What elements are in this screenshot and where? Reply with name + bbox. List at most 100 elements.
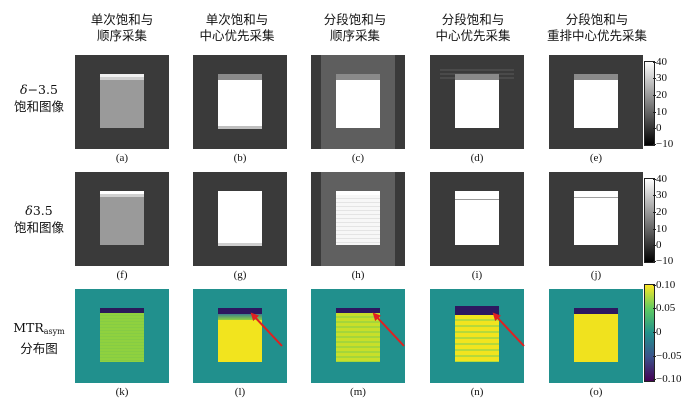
- image-panel-n: [430, 289, 524, 383]
- caption-c: (c): [351, 152, 365, 164]
- row-label-value: −3.5: [27, 82, 58, 97]
- tick-label: 0.05: [656, 302, 676, 314]
- column-header-5: 分段饱和与 重排中心优先采集: [532, 12, 662, 44]
- tick-mark: [653, 261, 656, 262]
- row-label-3: MTRasym 分布图: [4, 319, 74, 357]
- row-label-line: MTRasym: [4, 319, 74, 340]
- column-header-2: 单次饱和与 中心优先采集: [172, 12, 302, 44]
- caption-a: (a): [115, 152, 129, 164]
- caption-d: (d): [470, 152, 484, 164]
- caption-j: (j): [590, 269, 602, 281]
- caption-l: (l): [234, 386, 246, 398]
- row-label-main: MTR: [13, 320, 44, 335]
- tick-mark: [653, 379, 656, 380]
- tick-label: −10: [656, 138, 674, 150]
- image-panel-c: [311, 55, 405, 149]
- row-label-value: 3.5: [32, 203, 53, 218]
- tick-label: 40: [656, 56, 667, 68]
- tick-mark: [653, 62, 656, 63]
- tick-mark: [653, 229, 656, 230]
- caption-i: (i): [471, 269, 483, 281]
- row-label-line: δ3.5: [4, 202, 74, 219]
- row-label-line: δ−3.5: [4, 81, 74, 98]
- tick-label: −0.10: [656, 373, 682, 385]
- tick-label: 20: [656, 89, 667, 101]
- red-arrow-l: [250, 312, 283, 347]
- image-panel-a: [75, 55, 169, 149]
- tick-label: 10: [656, 223, 667, 235]
- image-panel-j: [549, 172, 643, 266]
- column-header-line: 分段饱和与: [565, 12, 629, 27]
- column-header-line: 重排中心优先采集: [546, 28, 647, 43]
- caption-m: (m): [350, 386, 366, 398]
- tick-mark: [653, 212, 656, 213]
- tick-label: 0: [656, 122, 662, 134]
- caption-o: (o): [589, 386, 603, 398]
- row-label-line: 分布图: [20, 341, 58, 356]
- tick-mark: [653, 195, 656, 196]
- column-header-line: 顺序采集: [96, 28, 147, 43]
- tick-mark: [653, 245, 656, 246]
- delta-symbol: δ: [20, 82, 28, 97]
- tick-mark: [653, 144, 656, 145]
- tick-label: 0: [656, 326, 662, 338]
- column-header-line: 单次饱和与: [90, 12, 154, 27]
- delta-symbol: δ: [25, 203, 33, 218]
- tick-label: 0: [656, 239, 662, 251]
- image-panel-o: [549, 289, 643, 383]
- colorbar-gray-2: [644, 178, 655, 263]
- image-panel-m: [311, 289, 405, 383]
- caption-g: (g): [233, 269, 247, 281]
- column-header-1: 单次饱和与 顺序采集: [57, 12, 187, 44]
- colorbar-viridis: [644, 284, 655, 382]
- column-header-3: 分段饱和与 顺序采集: [290, 12, 420, 44]
- image-panel-f: [75, 172, 169, 266]
- caption-e: (e): [589, 152, 603, 164]
- caption-f: (f): [116, 269, 128, 281]
- tick-mark: [653, 332, 656, 333]
- row-label-1: δ−3.5 饱和图像: [4, 81, 74, 115]
- column-header-line: 顺序采集: [329, 28, 380, 43]
- column-header-line: 单次饱和与: [205, 12, 269, 27]
- caption-b: (b): [233, 152, 247, 164]
- red-arrow-n: [492, 312, 525, 347]
- image-panel-e: [549, 55, 643, 149]
- row-label-line: 饱和图像: [13, 220, 64, 235]
- image-panel-h: [311, 172, 405, 266]
- tick-mark: [653, 308, 656, 309]
- column-header-line: 中心优先采集: [435, 28, 511, 43]
- tick-label: 30: [656, 189, 667, 201]
- tick-label: 30: [656, 72, 667, 84]
- tick-mark: [653, 78, 656, 79]
- column-header-4: 分段饱和与 中心优先采集: [408, 12, 538, 44]
- image-panel-k: [75, 289, 169, 383]
- caption-k: (k): [115, 386, 129, 398]
- row-label-2: δ3.5 饱和图像: [4, 202, 74, 236]
- tick-mark: [653, 112, 656, 113]
- tick-mark: [653, 95, 656, 96]
- tick-label: 10: [656, 106, 667, 118]
- row-label-line: 饱和图像: [13, 99, 64, 114]
- caption-n: (n): [470, 386, 484, 398]
- tick-mark: [653, 356, 656, 357]
- column-header-line: 中心优先采集: [199, 28, 275, 43]
- column-header-line: 分段饱和与: [323, 12, 387, 27]
- tick-label: 40: [656, 173, 667, 185]
- image-panel-i: [430, 172, 524, 266]
- caption-h: (h): [351, 269, 365, 281]
- tick-label: 20: [656, 206, 667, 218]
- image-panel-d: [430, 55, 524, 149]
- red-arrow-m: [372, 312, 405, 347]
- image-panel-g: [193, 172, 287, 266]
- colorbar-gray-1: [644, 61, 655, 146]
- tick-mark: [653, 285, 656, 286]
- image-panel-b: [193, 55, 287, 149]
- column-header-line: 分段饱和与: [441, 12, 505, 27]
- tick-label: −10: [656, 255, 674, 267]
- tick-mark: [653, 128, 656, 129]
- tick-label: −0.05: [656, 350, 682, 362]
- row-label-subscript: asym: [43, 327, 65, 336]
- tick-mark: [653, 179, 656, 180]
- tick-label: 0.10: [656, 279, 676, 291]
